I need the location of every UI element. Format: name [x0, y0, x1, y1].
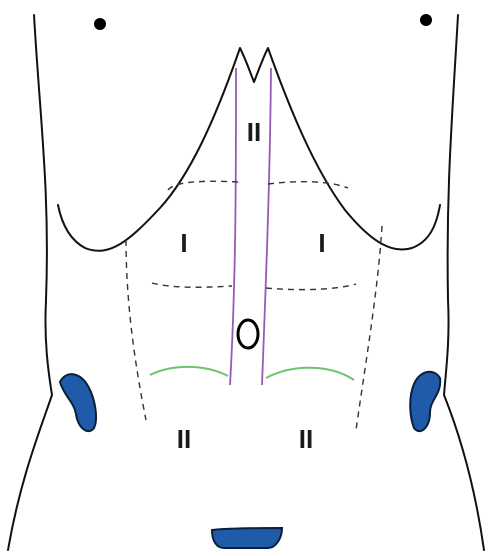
right-lower-arc [266, 368, 354, 380]
torso-left-outline [8, 15, 52, 550]
left-lateral-line [126, 240, 146, 420]
label-left-upper: I [180, 228, 187, 258]
midline-strip-right [262, 68, 271, 385]
right-upper-box-bottom [266, 284, 356, 290]
label-upper-midline: II [247, 117, 261, 147]
umbilicus [238, 320, 258, 348]
left-upper-box-bottom [152, 283, 232, 287]
left-lower-arc [150, 367, 228, 376]
bottom-blue-marker [212, 528, 282, 548]
left-marker-dot [94, 18, 106, 30]
label-left-lower: II [177, 424, 191, 454]
right-lateral-line [356, 226, 382, 430]
right-upper-box-top [268, 182, 348, 188]
label-right-upper: I [318, 228, 325, 258]
label-right-lower: II [299, 424, 313, 454]
torso-right-outline [444, 15, 484, 550]
right-marker-dot [420, 14, 432, 26]
left-blue-marker [60, 374, 96, 431]
right-blue-marker [410, 372, 440, 431]
costal-margin-outline [58, 48, 440, 251]
midline-strip-left [230, 68, 236, 385]
